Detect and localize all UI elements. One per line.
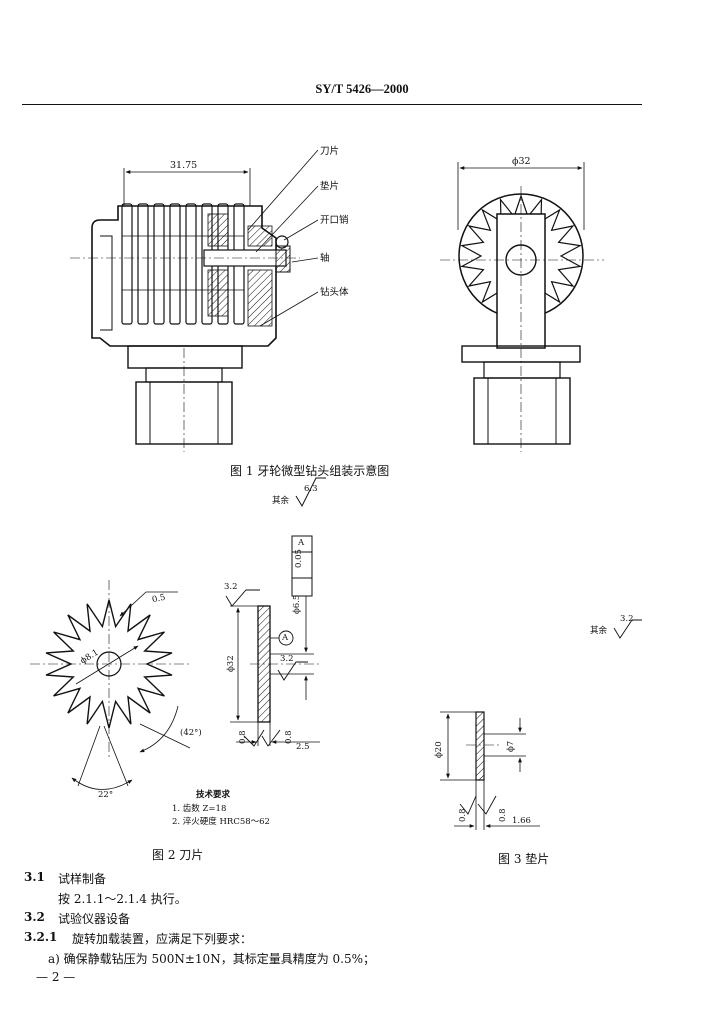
fig3-dim-id: ϕ7 [506,740,516,752]
header-rule [22,104,642,105]
fig3-dim-thick: 1.66 [512,816,531,826]
roughness-rest-symbol [295,477,326,508]
fig1-assembly-drawing [70,149,319,452]
section-3-1-title: 试样制备 [58,872,107,886]
fig3-rest-value: 3.2 [620,614,634,624]
fig2-rough-right: 0.8 [284,730,294,744]
fig2-tol-value: 0.05 [294,549,304,568]
fig3-washer-drawing [440,711,540,830]
roughness-rest-value: 6.3 [304,484,318,494]
section-3-2-1-text: 旋转加载装置，应满足下列要求： [72,932,253,946]
section-3-2-title: 试验仪器设备 [58,912,131,926]
fig3-rough-left: 0.8 [458,808,468,822]
fig2-datum-a: A [282,633,289,643]
fig2-rough-top: 3.2 [224,582,238,592]
fig1-dim-diameter: ϕ32 [512,156,531,167]
fig2-angle-small: (42°) [180,728,202,738]
fig2-rough-left: 0.8 [238,730,248,744]
fig1-label-body: 钻头体 [320,287,349,298]
fig2-rough-mid: 3.2 [280,654,294,664]
fig1-caption: 图 1 牙轮微型钻头组装示意图 [230,464,390,478]
fig2-dim-od: ϕ32 [226,655,236,672]
section-3-2-1-number: 3.2.1 [24,930,58,944]
item-a: a) 确保静载钻压为 500N±10N，其标定量具精度为 0.5%； [48,952,375,966]
fig1-label-pin: 开口销 [320,215,349,226]
fig2-dim-hub: ϕ6.5 [292,594,302,614]
roughness-rest-fig3-symbol [613,619,642,639]
fig1-label-washer: 垫片 [320,181,340,192]
fig3-rest-label: 其余 [590,626,608,636]
fig3-rough-right: 0.8 [498,808,508,822]
fig2-tol-datum: A [298,538,305,548]
fig1-dim-width: 31.75 [170,160,198,171]
fig2-req-2: 2. 淬火硬度 HRC58～62 [172,817,270,827]
fig2-caption: 图 2 刀片 [152,848,204,862]
section-3-1-number: 3.1 [24,870,45,884]
page-number: — 2 — [36,970,76,984]
fig1-front-view [440,162,604,452]
fig1-label-blade: 刀片 [320,146,340,157]
fig3-dim-od: ϕ20 [434,741,444,758]
fig3-caption: 图 3 垫片 [498,852,550,866]
fig2-dim-thick: 2.5 [296,742,310,752]
fig2-angle-bottom: 22° [98,790,114,800]
roughness-rest-label: 其余 [272,496,290,506]
fig2-req-title: 技术要求 [196,790,231,800]
document-header: SY/T 5426—2000 [315,82,409,96]
fig2-blade-drawing [30,580,191,790]
fig1-label-shaft: 轴 [320,253,330,264]
section-3-2-number: 3.2 [24,910,45,924]
section-3-1-text: 按 2.1.1～2.1.4 执行。 [58,892,187,906]
fig2-req-1: 1. 齿数 Z=18 [172,804,227,814]
fig2-blade-section [225,535,320,747]
